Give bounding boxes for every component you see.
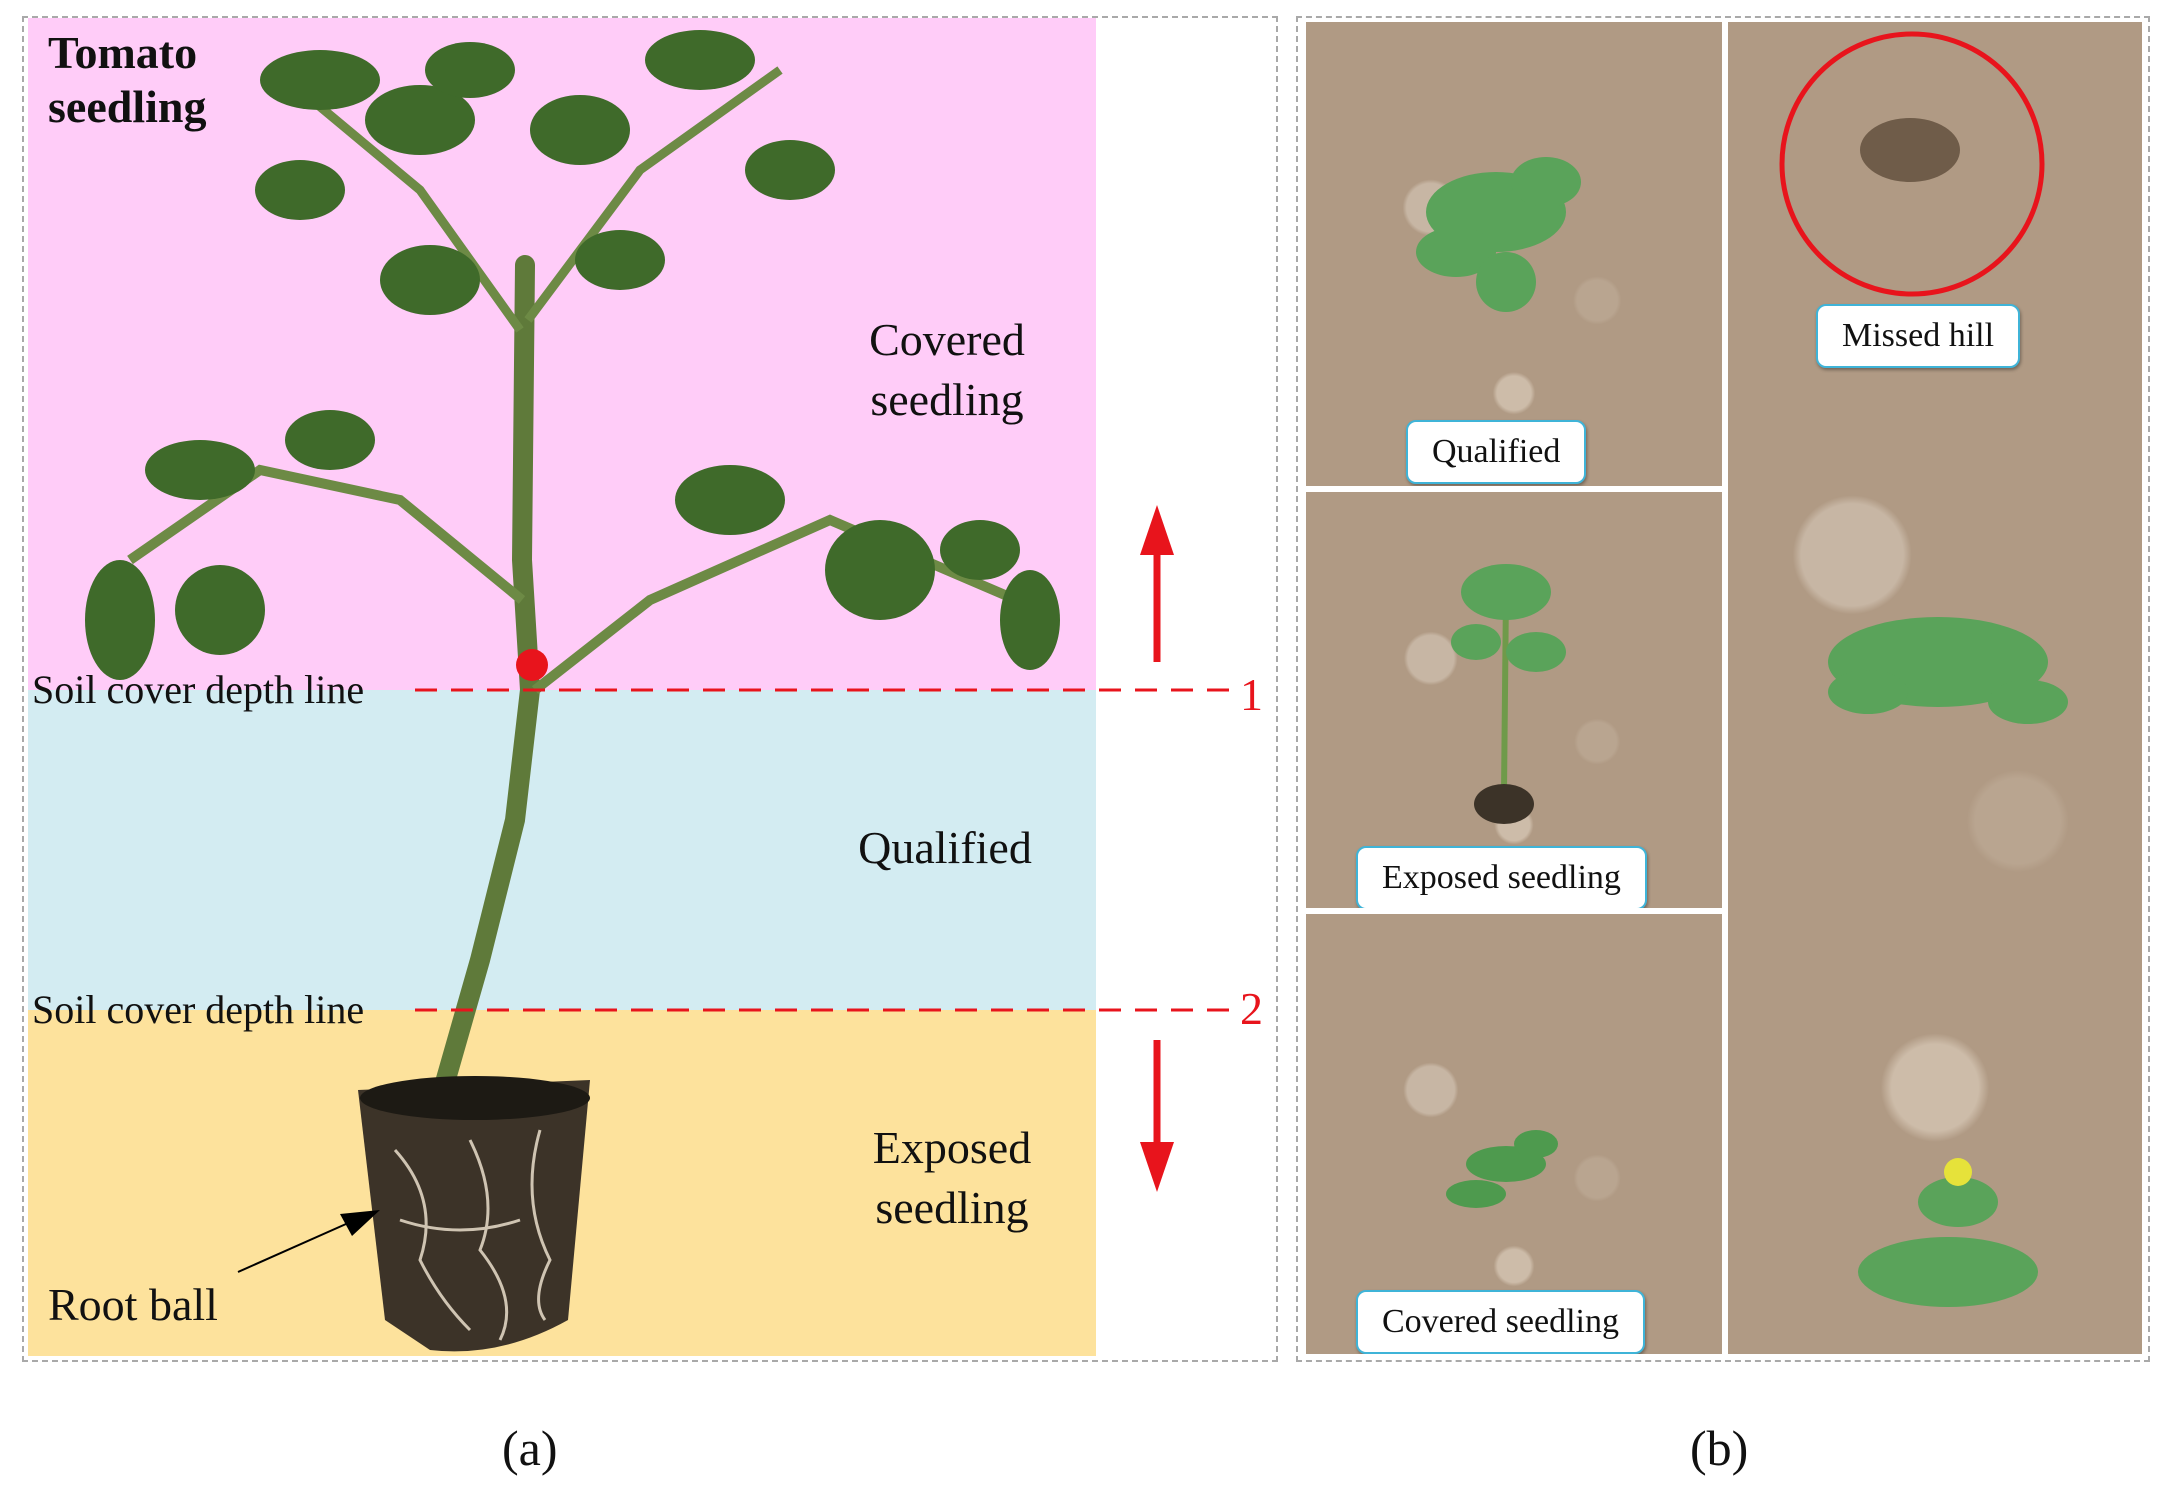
- missed-hill-circle: [1779, 31, 2045, 297]
- branch-left-low: [127, 464, 526, 604]
- tomato-seedling-title: Tomato seedling: [48, 27, 207, 132]
- exposed-seedling-label: Exposed seedling: [872, 1122, 1032, 1233]
- tag-missed-hill: Missed hill: [1816, 304, 2021, 368]
- qualified-zone: [28, 690, 1096, 1010]
- tag-qualified: Qualified: [1406, 420, 1587, 484]
- covered-seedling-plant: [1446, 1130, 1558, 1208]
- missed-hill-scene: [1779, 31, 2068, 1307]
- root-ball-pointer: [237, 1210, 380, 1273]
- panel-a-frame: [22, 16, 1278, 1362]
- photo-exposed: Exposed seedling: [1306, 492, 1722, 908]
- panel-b-frame: [1296, 16, 2150, 1362]
- photo-covered: Covered seedling: [1306, 914, 1722, 1354]
- photo-qualified: Qualified: [1306, 22, 1722, 486]
- arrow-down: [1140, 1040, 1174, 1192]
- branch-right-low: [531, 514, 1042, 694]
- tag-exposed: Exposed seedling: [1356, 846, 1647, 908]
- seedling-stem: [430, 255, 541, 1110]
- root-ball-label: Root ball: [48, 1279, 218, 1330]
- arrow-up: [1140, 505, 1174, 662]
- root-ball-shape: [358, 1080, 590, 1352]
- depth-line-number-1: 1: [1240, 669, 1263, 720]
- panel-b-sublabel: (b): [1690, 1420, 1749, 1476]
- covered-seedling-label: Covered seedling: [869, 314, 1025, 425]
- depth-line-number-2: 2: [1240, 983, 1263, 1034]
- qualified-seedling-plant: [1416, 157, 1581, 312]
- depth-line-label-2: Soil cover depth line: [32, 987, 365, 1032]
- photo-missed-hill: Missed hill: [1728, 22, 2142, 1354]
- tag-covered: Covered seedling: [1356, 1290, 1645, 1354]
- branch-left-up: [297, 86, 524, 333]
- qualified-label: Qualified: [858, 822, 1032, 873]
- panel-a-sublabel: (a): [502, 1420, 558, 1476]
- exposed-seedling-plant: [1451, 564, 1566, 824]
- growth-point-marker: [516, 649, 548, 681]
- branch-right-up: [524, 66, 783, 323]
- depth-line-label-1: Soil cover depth line: [32, 667, 365, 712]
